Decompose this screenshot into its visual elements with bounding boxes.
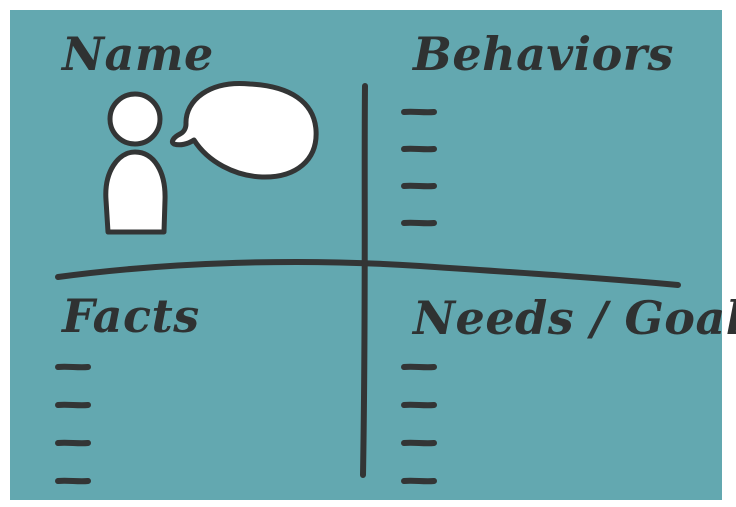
horizontal-divider (55, 258, 681, 288)
facts-bullet-1 (55, 363, 91, 371)
quadrant-title-behaviors: Behaviors (411, 27, 674, 81)
needs-goals-bullet-2 (401, 401, 437, 409)
facts-bullet-2 (55, 401, 91, 409)
quadrant-title-facts: Facts (60, 289, 200, 343)
behaviors-bullet-1 (401, 108, 437, 116)
needs-goals-bullet-list (401, 363, 437, 485)
vertical-divider (360, 83, 368, 478)
needs-goals-bullet-4 (401, 477, 437, 485)
needs-goals-bullet-3 (401, 439, 437, 447)
speech-bubble-icon (169, 81, 319, 180)
behaviors-bullet-4 (401, 219, 437, 227)
speech-bubble-shape (169, 81, 319, 180)
behaviors-bullet-2 (401, 145, 437, 153)
quadrant-title-needs-goals: Needs / Goals (411, 291, 736, 345)
behaviors-bullet-3 (401, 182, 437, 190)
facts-bullet-4 (55, 477, 91, 485)
facts-bullet-list (55, 363, 91, 485)
quadrant-title-name: Name (60, 27, 214, 81)
person-head (107, 91, 163, 147)
facts-bullet-3 (55, 439, 91, 447)
person-icon (103, 91, 168, 235)
needs-goals-bullet-1 (401, 363, 437, 371)
person-body (103, 149, 168, 235)
behaviors-bullet-list (401, 108, 437, 227)
